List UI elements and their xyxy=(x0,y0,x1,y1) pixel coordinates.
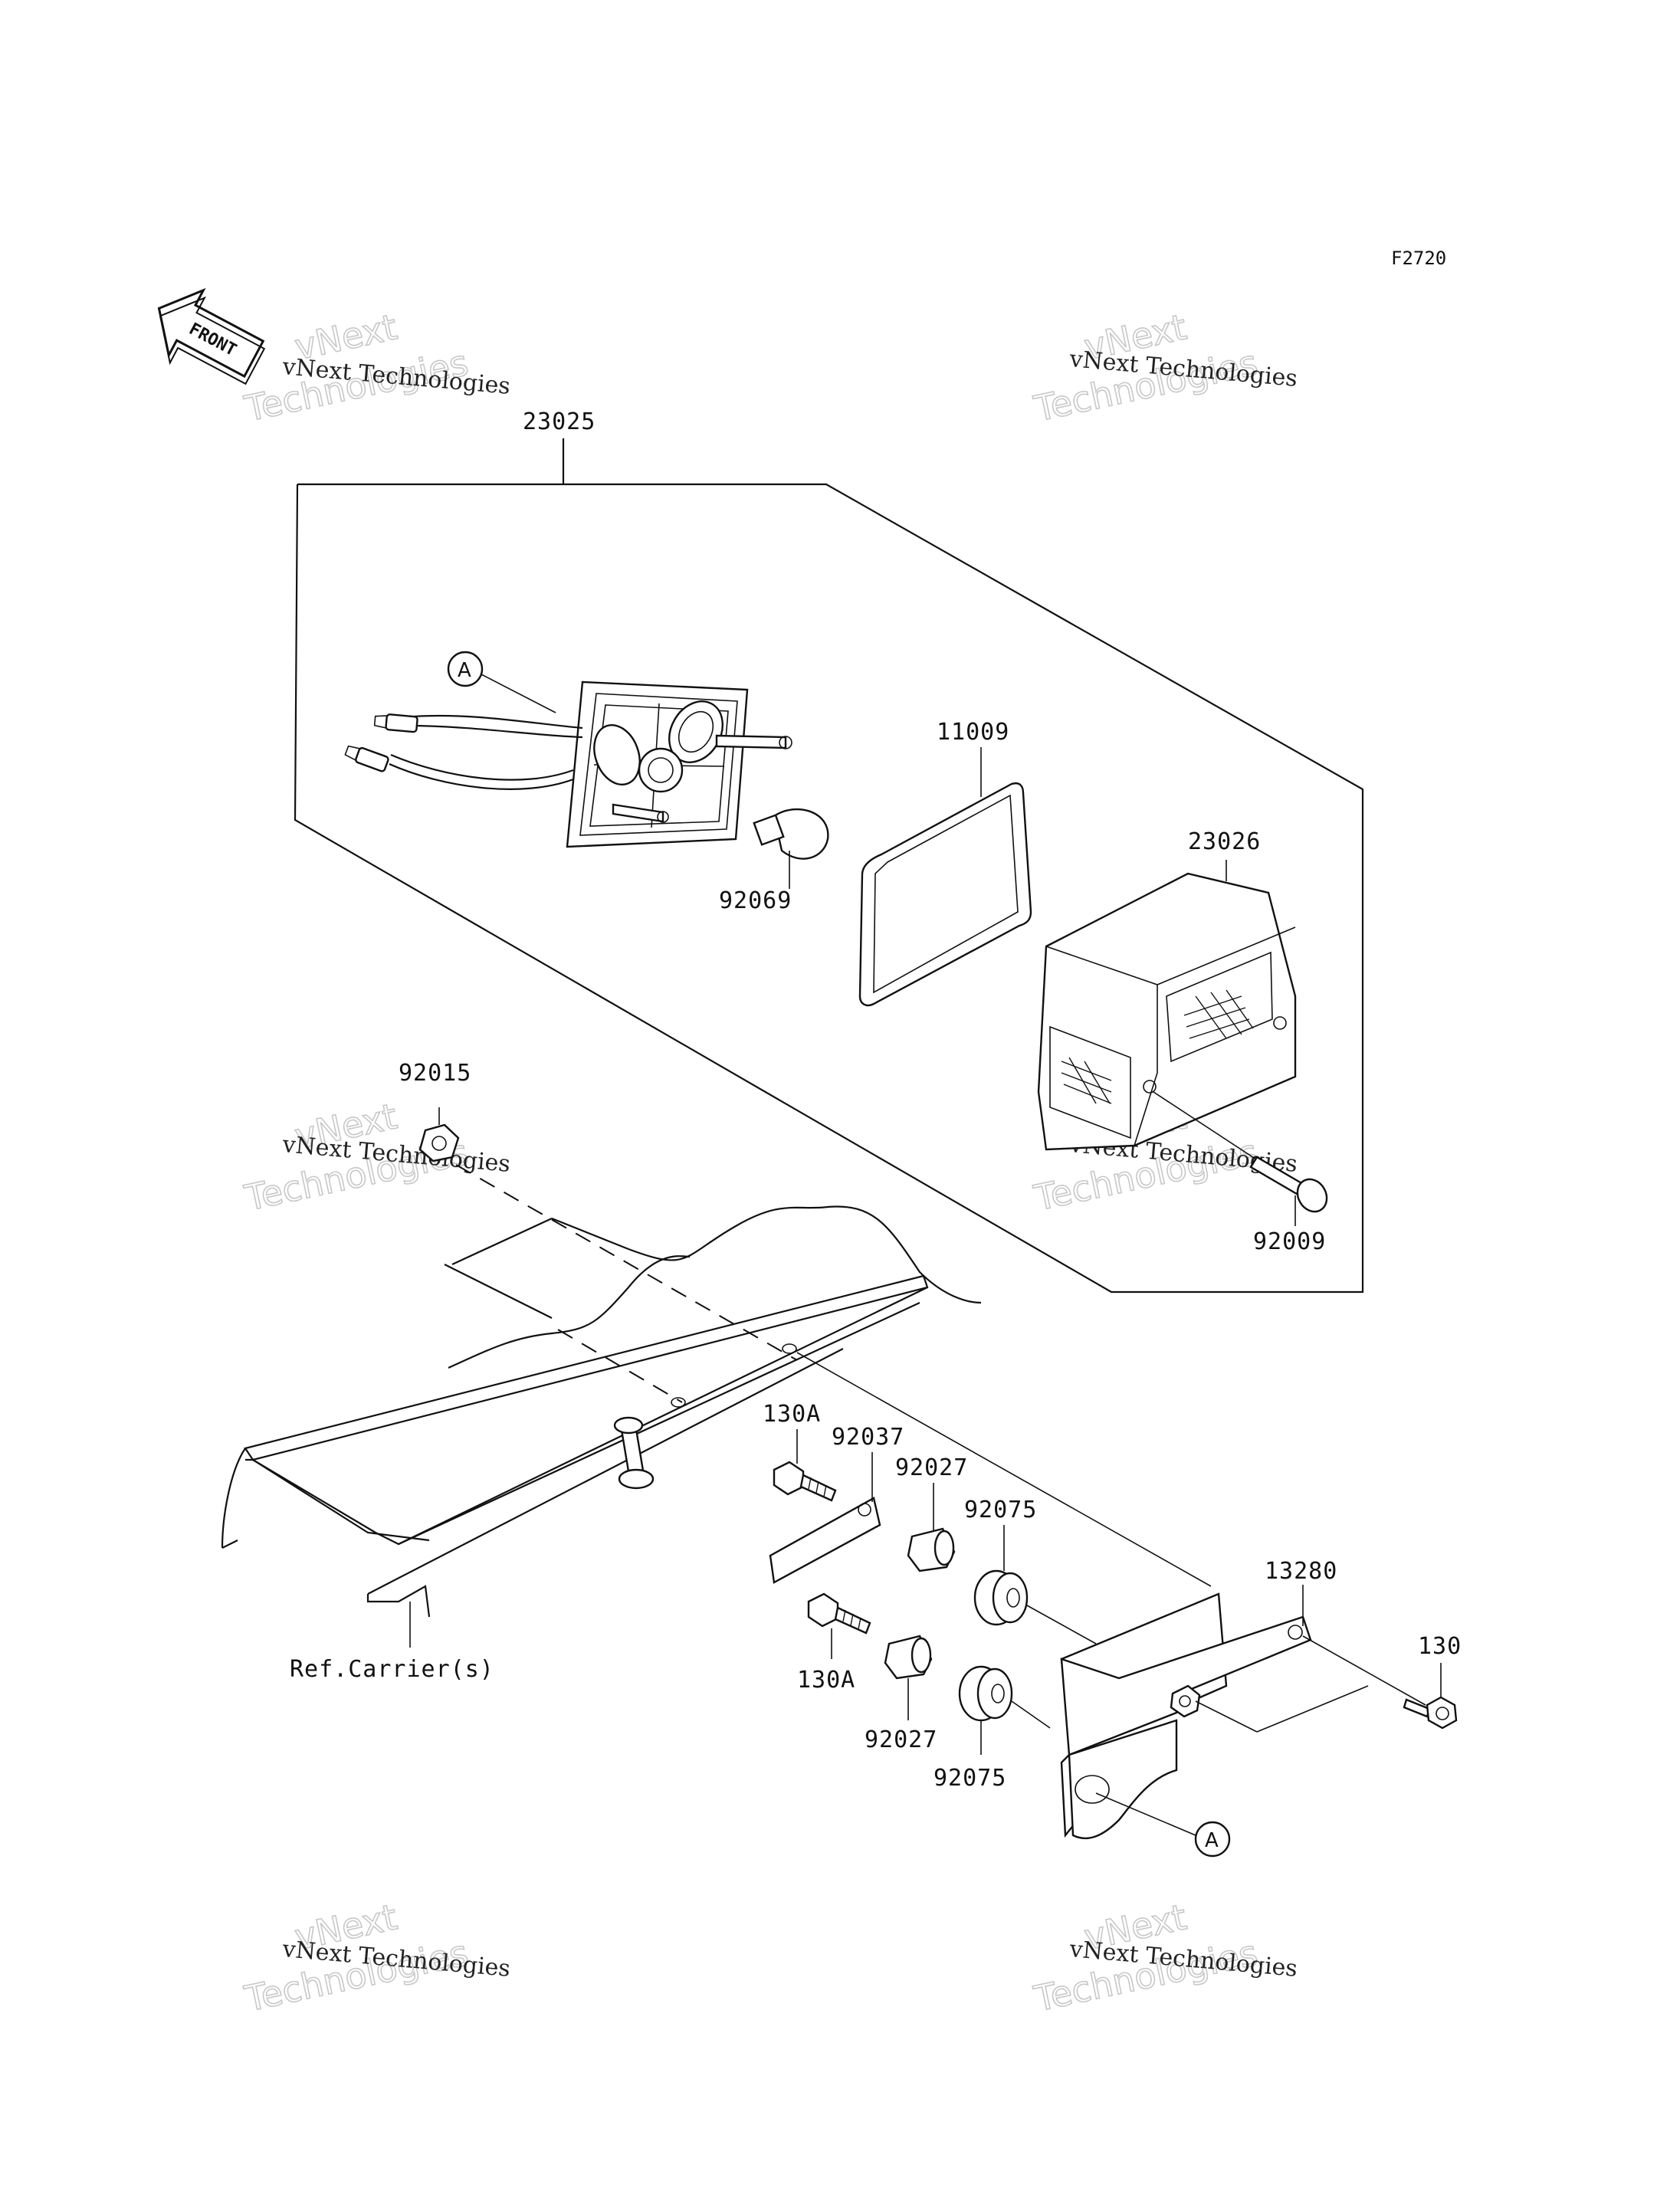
carrier-reference xyxy=(221,1205,982,1648)
grommet-92075-lower xyxy=(958,1665,1051,1755)
front-arrow-icon: FRONT xyxy=(157,287,266,385)
bolt-130a-lower xyxy=(807,1592,871,1659)
lens-gasket xyxy=(858,747,1032,1007)
label-23026: 23026 xyxy=(1188,828,1261,855)
label-marker-a-bottom: A xyxy=(1205,1829,1219,1852)
leader-marker-a-top xyxy=(481,674,556,713)
label-11009: 11009 xyxy=(937,719,1009,746)
label-130: 130 xyxy=(1418,1633,1462,1660)
label-92037: 92037 xyxy=(832,1424,904,1451)
collar-92027-lower xyxy=(884,1635,933,1720)
label-ref-carrier: Ref.Carrier(s) xyxy=(290,1656,494,1683)
tail-light-base xyxy=(344,680,792,848)
label-marker-a-top: A xyxy=(458,659,471,682)
flange-bolt-130 xyxy=(1403,1663,1458,1730)
label-92075-lower: 92075 xyxy=(934,1765,1006,1792)
leader-marker-a-bottom xyxy=(1095,1792,1196,1836)
collar-92027-upper xyxy=(907,1483,956,1572)
label-92015: 92015 xyxy=(399,1060,471,1087)
bulb xyxy=(753,808,829,889)
label-130a-lower: 130A xyxy=(797,1667,855,1694)
light-cover xyxy=(1037,860,1297,1151)
circled-marker-icon xyxy=(447,651,484,687)
bolt-130a-upper xyxy=(773,1429,837,1502)
label-92009: 92009 xyxy=(1253,1228,1326,1255)
leader-bracket-right xyxy=(1256,1685,1369,1733)
alignment-line-upper xyxy=(455,1164,798,1361)
label-92075-upper: 92075 xyxy=(964,1497,1037,1523)
plate xyxy=(769,1452,881,1584)
leader-bracket-lower xyxy=(1195,1700,1258,1733)
label-23025: 23025 xyxy=(523,408,596,435)
label-92027-lower: 92027 xyxy=(865,1726,937,1753)
label-130a-upper: 130A xyxy=(763,1401,821,1428)
bracket-leader xyxy=(796,1352,1212,1587)
circled-marker-icon-bottom xyxy=(1194,1821,1231,1858)
figure-code: F2720 xyxy=(1391,248,1446,269)
leader-flange-bolt xyxy=(1302,1635,1426,1706)
label-92069: 92069 xyxy=(719,887,792,914)
cover-screw xyxy=(1153,1091,1328,1226)
label-92027-upper: 92027 xyxy=(895,1454,968,1481)
nut xyxy=(418,1107,460,1162)
bracket xyxy=(1060,1585,1312,1840)
label-13280: 13280 xyxy=(1265,1558,1337,1585)
assembly-box xyxy=(294,438,1364,1294)
grommet-92075-upper xyxy=(973,1525,1097,1644)
